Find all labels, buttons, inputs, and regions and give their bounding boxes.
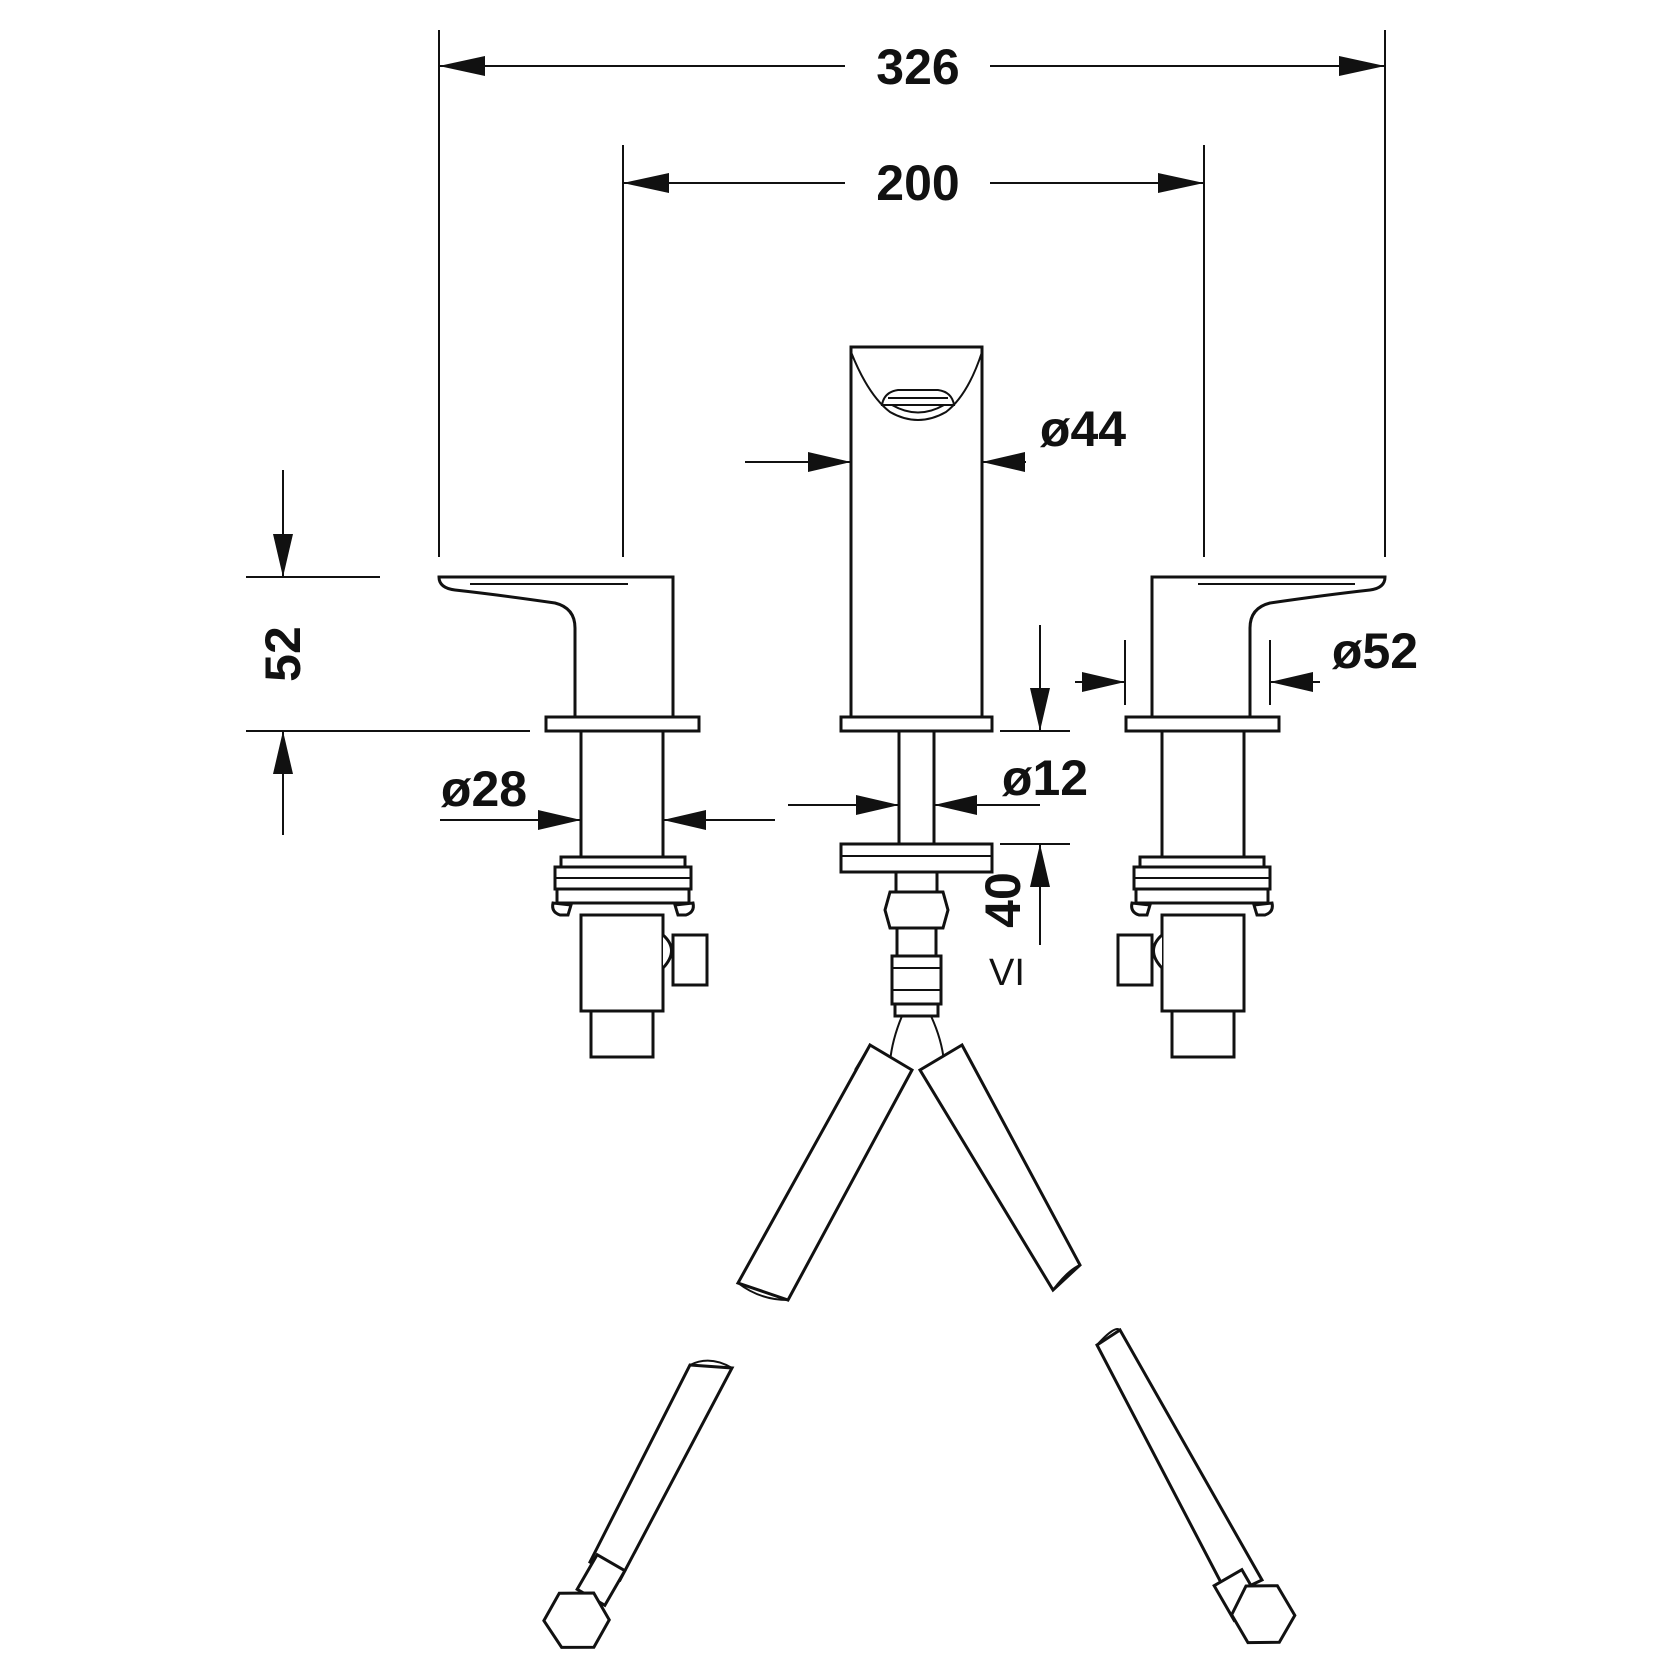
hoses-lower — [542, 1327, 1297, 1649]
dimension-spout-diameter: ø44 — [745, 401, 1126, 472]
dimension-shank-diameter: ø28 — [440, 761, 775, 830]
label-spout-diameter: ø44 — [1040, 401, 1126, 457]
label-spout-shank: ø12 — [1002, 750, 1088, 806]
label-326: 326 — [876, 39, 959, 95]
dimension-overall-width: 326 — [438, 30, 1386, 557]
label-max-symbol: VI — [989, 952, 1025, 994]
right-handle — [1116, 575, 1387, 1059]
label-handle-diameter: ø52 — [1332, 623, 1418, 679]
dimension-handle-height: 52 — [246, 470, 530, 835]
dimension-max-thickness: 40 VI — [975, 625, 1070, 994]
dimension-handle-diameter: ø52 — [1075, 623, 1418, 705]
dimension-spout-shank: ø12 — [788, 750, 1088, 815]
label-handle-height: 52 — [255, 626, 311, 682]
label-shank-diameter: ø28 — [441, 761, 527, 817]
left-handle — [437, 575, 709, 1059]
dimension-spread: 200 — [622, 145, 1205, 557]
label-max-thickness: 40 — [975, 872, 1031, 928]
spout — [839, 345, 994, 1063]
label-200: 200 — [876, 155, 959, 211]
hoses-upper — [735, 1042, 1082, 1302]
